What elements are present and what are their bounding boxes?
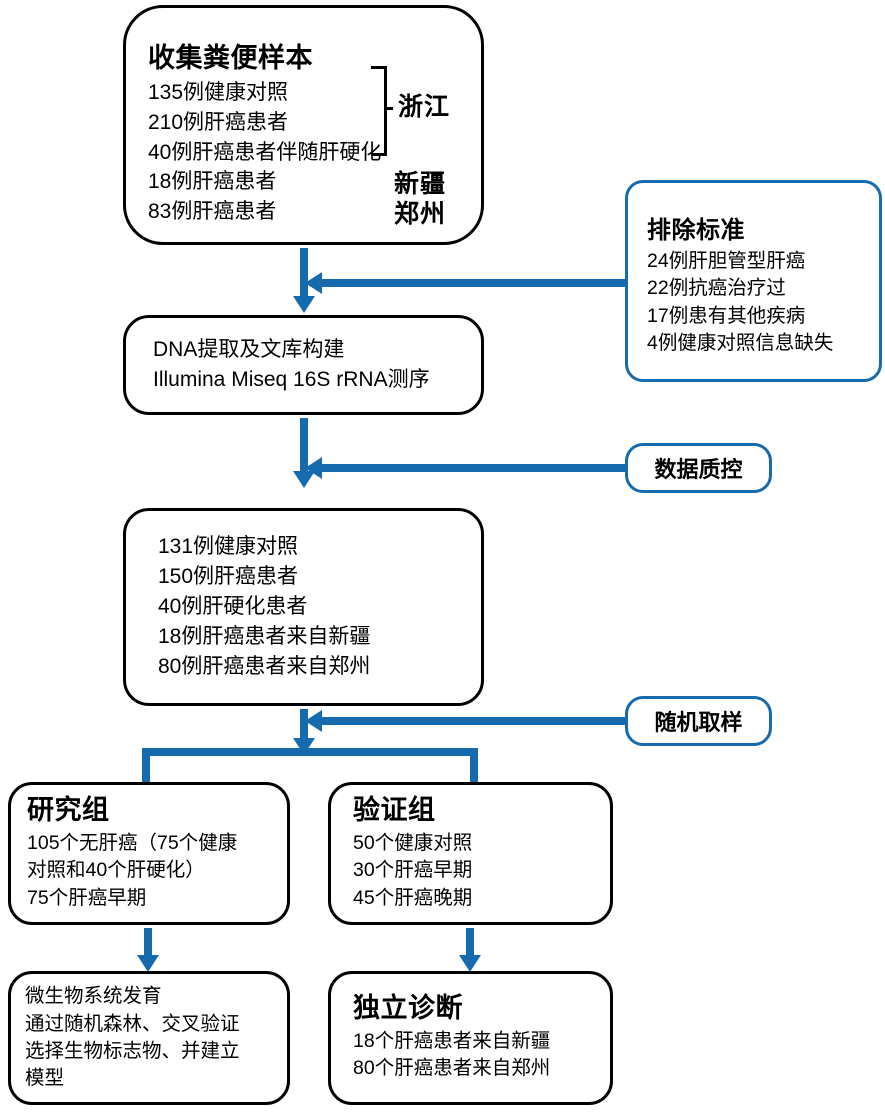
node-model-line-1: 微生物系统发育 <box>25 985 162 1008</box>
arrowhead-qc-to-flow <box>305 457 322 479</box>
node-random-sampling[interactable]: 随机取样 <box>625 696 772 746</box>
node-collect-title: 收集粪便样本 <box>148 43 313 74</box>
node-post-qc-cohort[interactable]: 131例健康对照 150例肝癌患者 40例肝硬化患者 18例肝癌患者来自新疆 8… <box>123 508 484 706</box>
connector-sampling-to-flow <box>320 717 625 725</box>
node-diag-line-2: 80个肝癌患者来自郑州 <box>353 1057 551 1080</box>
node-model-line-3: 选择生物标志物、并建立 <box>25 1040 240 1062</box>
node-independent-diagnosis[interactable]: 独立诊断 18个肝癌患者来自新疆 80个肝癌患者来自郑州 <box>328 971 613 1105</box>
node-afterqc-line-3: 40例肝硬化患者 <box>158 595 308 619</box>
node-validate-line-1: 50个健康对照 <box>353 831 473 854</box>
connector-dna-to-afterqc <box>300 418 308 473</box>
node-validation-group[interactable]: 验证组 50个健康对照 30个肝癌早期 45个肝癌晚期 <box>328 782 613 925</box>
node-exclusion-line-1: 24例肝胆管型肝癌 <box>647 250 806 273</box>
connector-split-right-leg <box>470 748 478 782</box>
node-study-line-2: 对照和40个肝硬化） <box>27 859 205 882</box>
node-validate-line-2: 30个肝癌早期 <box>353 859 473 882</box>
node-qc-label: 数据质控 <box>654 457 743 482</box>
region-bracket-tick <box>384 107 393 110</box>
node-collect-stool-samples[interactable]: 收集粪便样本 135例健康对照 210例肝癌患者 40例肝癌患者伴随肝硬化 18… <box>123 5 484 245</box>
connector-afterqc-down <box>300 709 308 747</box>
node-collect-line-4: 18例肝癌患者 <box>148 170 277 194</box>
connector-split-bar <box>142 748 478 756</box>
connector-qc-to-flow <box>320 464 625 472</box>
node-validate-title: 验证组 <box>353 795 436 826</box>
arrowhead-collect-to-dna <box>293 296 315 313</box>
region-label-zhejiang: 浙江 <box>398 93 451 121</box>
node-collect-line-1: 135例健康对照 <box>148 80 289 104</box>
node-study-group[interactable]: 研究组 105个无肝癌（75个健康 对照和40个肝硬化） 75个肝癌早期 <box>8 782 290 925</box>
node-collect-line-3: 40例肝癌患者伴随肝硬化 <box>148 140 382 164</box>
node-exclusion-line-3: 17例患有其他疾病 <box>647 304 806 327</box>
arrowhead-validate-to-diagnosis <box>459 955 481 972</box>
arrowhead-sampling-to-flow <box>305 710 322 732</box>
region-bracket <box>371 66 387 156</box>
node-model-building[interactable]: 微生物系统发育 通过随机森林、交叉验证 选择生物标志物、并建立 模型 <box>8 971 290 1105</box>
node-dna-extraction-sequencing[interactable]: DNA提取及文库构建 Illumina Miseq 16S rRNA测序 <box>123 315 484 415</box>
node-afterqc-line-1: 131例健康对照 <box>158 535 299 559</box>
node-study-line-1: 105个无肝癌（75个健康 <box>27 831 238 854</box>
node-exclusion-title: 排除标准 <box>647 216 745 244</box>
connector-exclusion-to-flow <box>320 279 625 287</box>
node-dna-line-1: DNA提取及文库构建 <box>153 338 345 362</box>
region-label-xinjiang: 新疆 <box>394 170 447 198</box>
node-diag-line-1: 18个肝癌患者来自新疆 <box>353 1030 551 1053</box>
node-exclusion-line-4: 4例健康对照信息缺失 <box>647 331 834 354</box>
node-study-title: 研究组 <box>27 795 110 826</box>
node-collect-line-2: 210例肝癌患者 <box>148 110 289 134</box>
node-afterqc-line-4: 18例肝癌患者来自新疆 <box>158 624 371 648</box>
connector-collect-to-dna <box>300 248 308 298</box>
connector-validate-to-diagnosis <box>466 928 474 958</box>
node-study-line-3: 75个肝癌早期 <box>27 886 147 909</box>
node-model-line-2: 通过随机森林、交叉验证 <box>25 1012 240 1035</box>
node-exclusion-criteria[interactable]: 排除标准 24例肝胆管型肝癌 22例抗癌治疗过 17例患有其他疾病 4例健康对照… <box>625 180 882 382</box>
node-collect-line-5: 83例肝癌患者 <box>148 200 277 224</box>
arrowhead-study-to-model <box>137 955 159 972</box>
node-sampling-label: 随机取样 <box>654 710 743 735</box>
node-validate-line-3: 45个肝癌晚期 <box>353 886 473 909</box>
node-diag-title: 独立诊断 <box>353 993 463 1024</box>
node-exclusion-line-2: 22例抗癌治疗过 <box>647 277 786 300</box>
region-label-zhengzhou: 郑州 <box>394 200 447 228</box>
node-model-line-4: 模型 <box>25 1067 65 1090</box>
arrowhead-exclusion-to-flow <box>305 272 322 294</box>
connector-study-to-model <box>144 928 152 958</box>
node-dna-line-2: Illumina Miseq 16S rRNA测序 <box>153 368 430 391</box>
node-afterqc-line-2: 150例肝癌患者 <box>158 565 299 589</box>
connector-split-left-leg <box>142 748 150 782</box>
node-data-quality-control[interactable]: 数据质控 <box>625 443 772 493</box>
node-afterqc-line-5: 80例肝癌患者来自郑州 <box>158 654 371 678</box>
